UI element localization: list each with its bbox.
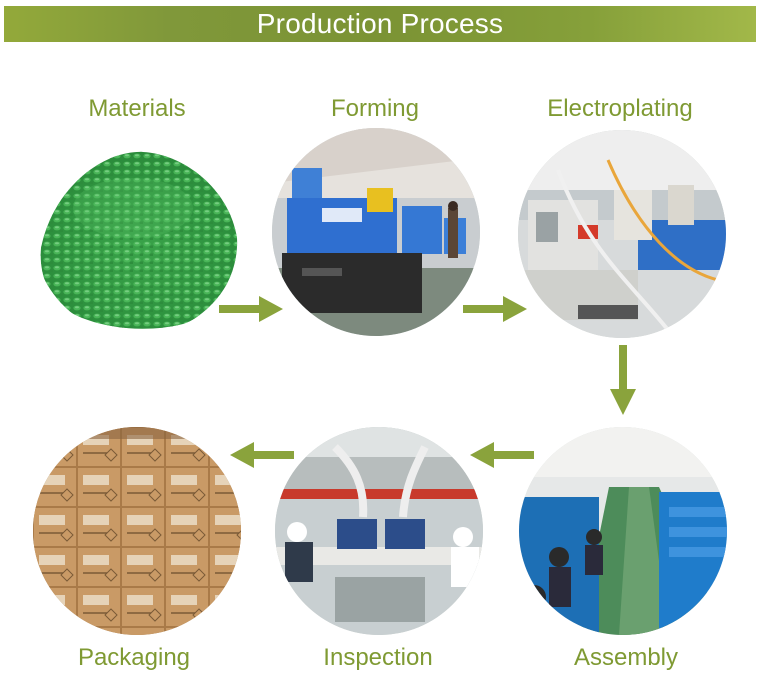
- assembly-workshop-icon: [519, 427, 727, 635]
- step-label-electroplating: Electroplating: [547, 95, 693, 122]
- arrow-left-icon: [230, 442, 294, 468]
- inspection-photo: [275, 427, 483, 635]
- page-title: Production Process: [256, 8, 504, 39]
- arrow-right-icon: [219, 296, 283, 322]
- arrow-right-icon: [463, 296, 527, 322]
- cartons-icon: [33, 427, 241, 635]
- arrow-left-icon: [470, 442, 534, 468]
- arrow-down-icon: [610, 345, 636, 415]
- title-banner: Production Process: [4, 6, 756, 42]
- forming-photo: [272, 128, 480, 336]
- step-label-inspection: Inspection: [323, 644, 433, 671]
- plating-line-icon: [518, 130, 726, 338]
- step-label-assembly: Assembly: [573, 644, 679, 671]
- packaging-photo: [33, 427, 241, 635]
- assembly-photo: [519, 427, 727, 635]
- step-label-packaging: Packaging: [77, 644, 191, 671]
- green-granules-icon: [33, 128, 241, 336]
- injection-machine-icon: [272, 128, 480, 336]
- step-label-materials: Materials: [88, 95, 186, 122]
- materials-photo: [33, 128, 241, 336]
- electroplating-photo: [518, 130, 726, 338]
- inspection-station-icon: [275, 427, 483, 635]
- step-label-forming: Forming: [330, 95, 420, 122]
